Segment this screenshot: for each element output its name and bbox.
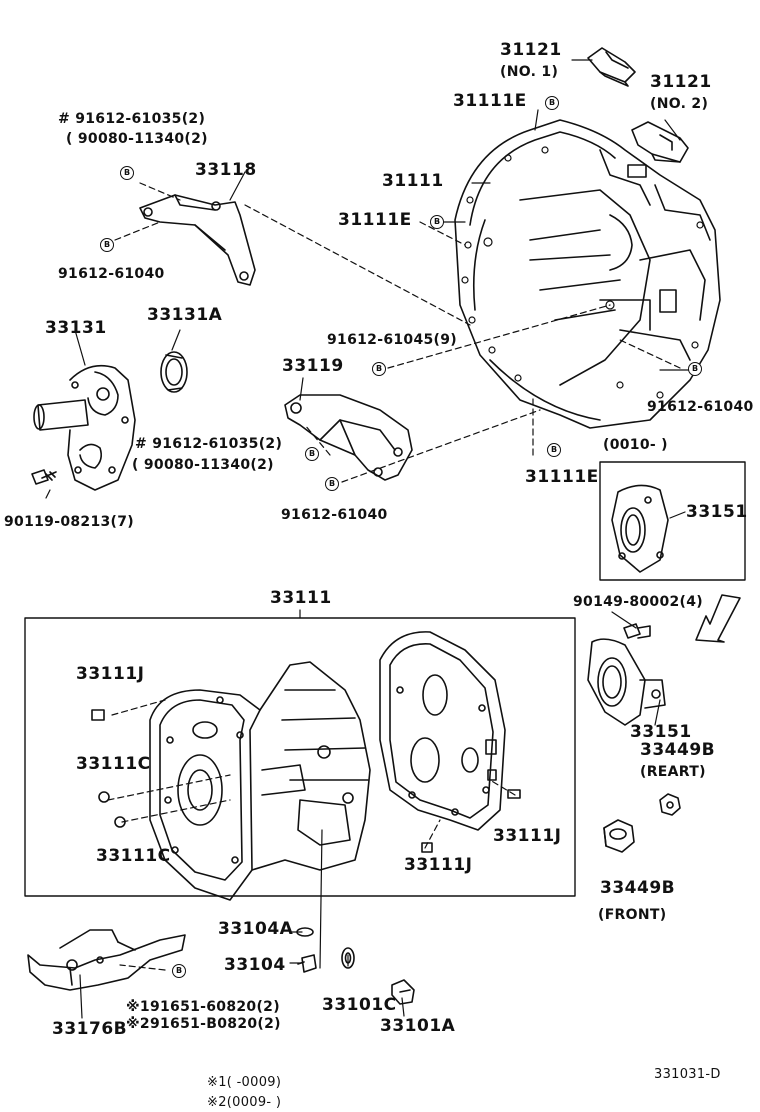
label-91612-61045: 91612-61045(9): [327, 332, 457, 348]
label-33111C-a: 33111C: [76, 754, 151, 774]
bell-housing-bolt-holes: [461, 146, 704, 399]
label-91612-61040-right: 91612-61040: [647, 399, 754, 415]
label-0010: (0010- ): [603, 437, 668, 453]
part-33131A-oil-seal: [160, 351, 188, 393]
part-33104A-gasket: [296, 927, 314, 937]
leader-lines: [45, 59, 696, 1019]
bolt-marker-b: B: [545, 96, 559, 110]
inset-box-33151: [599, 461, 746, 581]
label-31121-no2: 31121: [650, 72, 712, 92]
part-31121-no1: [587, 47, 636, 87]
part-33118-bracket: [139, 194, 256, 286]
bolt-marker-b: B: [372, 362, 386, 376]
bolt-marker-b: B: [325, 477, 339, 491]
label-90149-80002: 90149-80002(4): [573, 594, 703, 610]
label-91651-60820: ※191651-60820(2): [126, 999, 280, 1015]
bolt-marker-b: B: [100, 238, 114, 252]
label-91651-B0820: ※291651-B0820(2): [126, 1016, 281, 1032]
label-91612-61035-mid: # 91612-61035(2): [135, 436, 283, 452]
part-33151-retainer: [587, 638, 666, 726]
part-90149-80002-bolt: [623, 623, 651, 639]
part-33131-extension: [33, 364, 136, 491]
label-31121-no1-sub: (NO. 1): [500, 64, 559, 80]
label-31111: 31111: [382, 171, 444, 191]
part-transmission-case: [149, 661, 371, 901]
label-91612-61035-top: # 91612-61035(2): [58, 111, 206, 127]
label-33104: 33104: [224, 955, 286, 975]
label-31111E-top: 31111E: [453, 91, 527, 111]
part-33101C-gasket: [341, 947, 355, 969]
part-31111-bell-housing: [454, 119, 721, 429]
footnote-2: ※2(0009- ): [207, 1095, 282, 1110]
label-33104A: 33104A: [218, 919, 294, 939]
label-31111E-bottom: 31111E: [525, 467, 599, 487]
dowel-pins: [91, 709, 521, 853]
label-33176B: 33176B: [52, 1019, 128, 1039]
label-33111J-a: 33111J: [76, 664, 145, 684]
label-31121-no2-sub: (NO. 2): [650, 96, 709, 112]
direction-arrow: [695, 594, 741, 643]
label-33118: 33118: [195, 160, 257, 180]
label-33449B-front-sub: (FRONT): [598, 907, 667, 923]
part-33449B-rear-nut: [659, 793, 681, 816]
label-33101A: 33101A: [380, 1016, 456, 1036]
part-33119-bracket: [284, 394, 413, 481]
label-33151-box: 33151: [686, 502, 748, 522]
label-90080-11340-mid: ( 90080-11340(2): [132, 457, 274, 473]
part-33449B-front-nut: [603, 819, 635, 853]
label-31121-no1: 31121: [500, 40, 562, 60]
bolt-marker-b: B: [430, 215, 444, 229]
part-33101A-plug: [391, 979, 415, 1005]
label-91612-61040-left: 91612-61040: [58, 266, 165, 282]
label-91612-61040-low: 91612-61040: [281, 507, 388, 523]
label-33449B-rear: 33449B: [640, 740, 716, 760]
bolt-marker-b: B: [120, 166, 134, 180]
bolt-marker-b: B: [547, 443, 561, 457]
label-90119-08213: 90119-08213(7): [4, 514, 134, 530]
dashed-leaders: [107, 182, 681, 971]
label-33111J-b: 33111J: [493, 826, 562, 846]
part-90119-08213-bolt: [31, 469, 57, 485]
label-33101C: 33101C: [322, 995, 397, 1015]
figure-code: 331031-D: [654, 1067, 721, 1082]
label-33111-group: 33111: [270, 588, 332, 608]
label-33131A: 33131A: [147, 305, 223, 325]
label-33151-main: 33151: [630, 722, 692, 742]
label-31111E-mid: 31111E: [338, 210, 412, 230]
label-33119: 33119: [282, 356, 344, 376]
label-33111J-c: 33111J: [404, 855, 473, 875]
part-adapter-plate: [379, 631, 506, 831]
bolt-marker-b: B: [688, 362, 702, 376]
bolt-marker-b: B: [172, 964, 186, 978]
group-box-33111: [24, 617, 576, 897]
label-33111C-b: 33111C: [96, 846, 171, 866]
label-33449B-rear-sub: (REART): [640, 764, 706, 780]
footnote-1: ※1( -0009): [207, 1075, 282, 1090]
part-33176B-cover: [27, 929, 186, 991]
label-33131: 33131: [45, 318, 107, 338]
part-31121-no2: [631, 121, 689, 163]
bolt-marker-b: B: [305, 447, 319, 461]
label-33449B-front: 33449B: [600, 878, 676, 898]
label-90080-11340-top: ( 90080-11340(2): [66, 131, 208, 147]
part-33104-plug: [297, 954, 317, 973]
